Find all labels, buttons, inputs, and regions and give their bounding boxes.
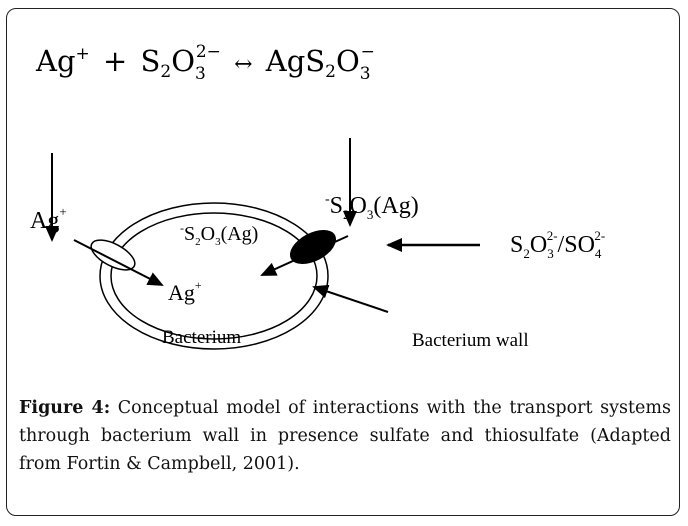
label-ag-inside: Ag+	[168, 278, 202, 305]
label-anions: S2O32-/SO42-	[510, 228, 605, 261]
bacterium-inner-wall	[110, 212, 318, 340]
label-bacterium: Bacterium	[162, 327, 241, 348]
label-complex-outside: -S2O3(Ag)	[325, 192, 419, 222]
label-bacterium-wall: Bacterium wall	[412, 330, 529, 351]
arrow-wall	[312, 284, 389, 313]
equation: Ag+ + S2O32− ↔ AgS2O3−	[35, 30, 375, 84]
label-complex-inside: -S2O3(Ag)	[180, 221, 258, 248]
bacterium-outer-wall	[99, 202, 329, 350]
diagram: Ag+ + S2O32− ↔ AgS2O3− Ag+ Ag+ -S2O3(Ag)…	[30, 30, 605, 351]
caption-label: Figure 4:	[19, 398, 111, 418]
figure-frame	[6, 8, 680, 516]
label-ag-outside: Ag+	[30, 204, 67, 234]
figure-caption: Figure 4: Conceptual model of interactio…	[19, 394, 671, 478]
ag-transporter	[90, 239, 136, 271]
arrow-ag-uptake	[73, 239, 164, 286]
caption-text: Conceptual model of interactions with th…	[19, 398, 671, 474]
thiosulfate-transporter	[289, 229, 337, 265]
